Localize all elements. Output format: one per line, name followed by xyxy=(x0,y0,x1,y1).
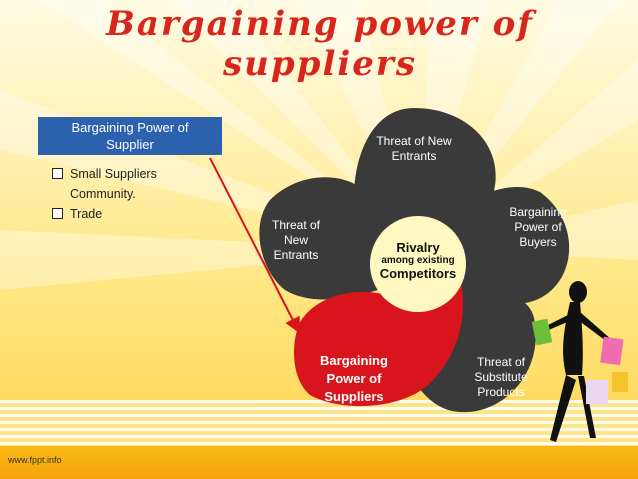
pointer-arrow xyxy=(209,157,300,334)
bottom-bar xyxy=(0,446,638,479)
checkbox-icon xyxy=(52,168,63,179)
footer-url: www.fppt.info xyxy=(8,455,62,465)
checkbox-icon xyxy=(52,208,63,219)
bullet-item: Small Suppliers Community. xyxy=(52,164,157,204)
bullet-list: Small Suppliers Community. Trade xyxy=(52,164,157,224)
supplier-box-line1: Bargaining Power of xyxy=(71,120,189,135)
center-circle xyxy=(370,216,466,312)
bullet-item: Trade xyxy=(52,204,157,224)
shopping-woman-illustration xyxy=(531,281,628,442)
page-title: Bargaining power of suppliers xyxy=(106,4,534,84)
supplier-box: Bargaining Power of Supplier xyxy=(38,117,222,155)
center-label: Rivalry among existing Competitors xyxy=(379,240,457,281)
stripe-band xyxy=(0,400,638,446)
supplier-box-line2: Supplier xyxy=(106,137,154,152)
petal-new-left xyxy=(259,177,388,300)
